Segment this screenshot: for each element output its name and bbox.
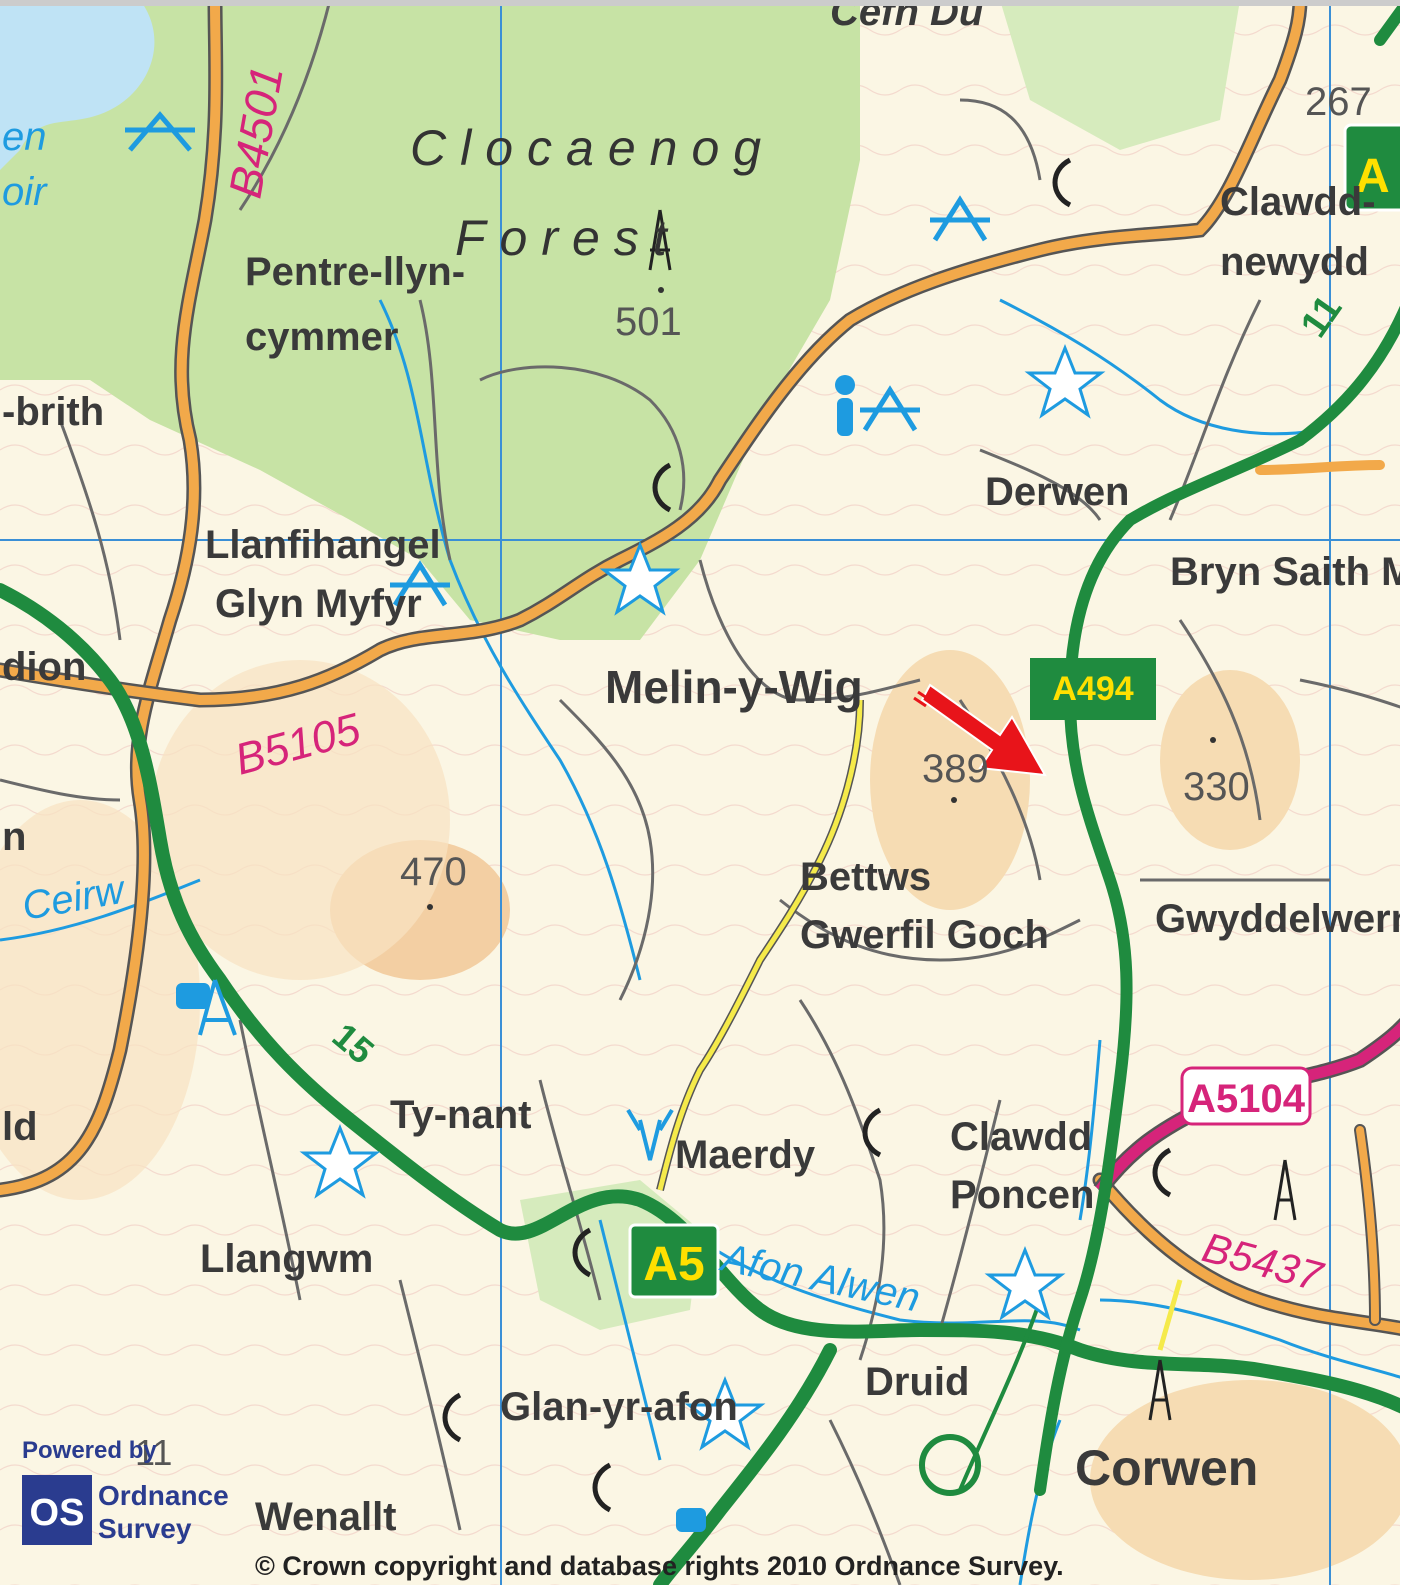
a494-shield: A494 (1030, 658, 1156, 720)
height-267: 267 (1305, 80, 1372, 124)
camping-site-icon (176, 979, 706, 1532)
forest-label-line2: Forest (455, 210, 681, 266)
information-icon (835, 375, 855, 436)
place-ld-edge: ld (2, 1105, 38, 1149)
nature-reserve-icon (626, 1108, 674, 1161)
a5104-label: A5104 (1187, 1077, 1306, 1121)
a494-label: A494 (1052, 670, 1133, 708)
spot-heights (427, 287, 1216, 910)
survey-label: Survey (98, 1513, 192, 1544)
place-wenallt: Wenallt (255, 1495, 397, 1539)
b-roads (0, 0, 1409, 1338)
place-llanfihangel-1: Llanfihangel (205, 523, 441, 567)
green-ring-symbol (919, 1434, 981, 1496)
powered-by-label: Powered by (22, 1437, 157, 1464)
place-bettws-1: Bettws (800, 855, 931, 899)
place-pentre-2: cymmer (245, 315, 398, 359)
place-clawdd-poncen-2: Poncen (950, 1173, 1094, 1217)
place-druid: Druid (865, 1360, 969, 1404)
place-clawdd-newydd-1: Clawdd- (1220, 180, 1376, 224)
place-pentre-1: Pentre-llyn- (245, 250, 465, 294)
lake (0, 0, 155, 170)
ordnance-survey-logo: Powered by OS Ordnance Survey (22, 1437, 229, 1545)
place-clawdd-poncen-1: Clawdd (950, 1115, 1092, 1159)
ordnance-label: Ordnance (98, 1480, 229, 1511)
high-ground-389 (870, 650, 1030, 910)
place-derwen: Derwen (985, 470, 1130, 514)
water-en-label: en (2, 115, 47, 159)
os-logo-mark (22, 1475, 92, 1545)
place-melin: Melin-y-Wig (605, 661, 863, 713)
height-11: 11 (135, 1432, 172, 1473)
place-gwyddelwern: Gwyddelwern (1155, 897, 1409, 941)
copyright-notice: © Crown copyright and database rights 20… (255, 1551, 1064, 1581)
a5-label: A5 (643, 1238, 704, 1291)
place-ty-nant: Ty-nant (390, 1093, 531, 1137)
height-389: 389 (922, 747, 989, 791)
height-501: 501 (615, 300, 682, 344)
place-bettws-2: Gwerfil Goch (800, 913, 1049, 957)
place-glan: Glan-yr-afon (500, 1385, 738, 1429)
picnic-site-icon (125, 111, 990, 607)
water-oir-label: oir (2, 170, 48, 214)
red-arrow (913, 683, 1047, 777)
height-330: 330 (1183, 765, 1250, 809)
place-n-edge: n (2, 815, 26, 859)
telephone-icon (442, 157, 1172, 1513)
forest-label-line1: Clocaenog (410, 120, 775, 176)
place-maerdy: Maerdy (675, 1133, 816, 1177)
os-logo-letters: OS (30, 1492, 85, 1534)
a5-shield: A5 (628, 1223, 720, 1299)
place-clawdd-newydd-2: newydd (1220, 240, 1369, 284)
place-brith: -brith (2, 390, 104, 434)
a-edge-shield: A (1343, 123, 1409, 212)
place-bryn-saith: Bryn Saith Marc (1170, 550, 1409, 594)
height-470: 470 (400, 850, 467, 894)
place-corwen: Corwen (1075, 1440, 1258, 1496)
place-llangwm: Llangwm (200, 1237, 373, 1281)
a-edge-label: A (1355, 150, 1390, 203)
place-llanfihangel-2: Glyn Myfyr (215, 582, 422, 626)
a5104-shield: A5104 (1180, 1066, 1312, 1126)
star-icon (299, 343, 1106, 1451)
place-labels: Cefn Du Clawdd- newydd Pentre-llyn- cymm… (2, 0, 1409, 1539)
place-dion: dion (2, 645, 86, 689)
mast-icon (648, 209, 1297, 1421)
